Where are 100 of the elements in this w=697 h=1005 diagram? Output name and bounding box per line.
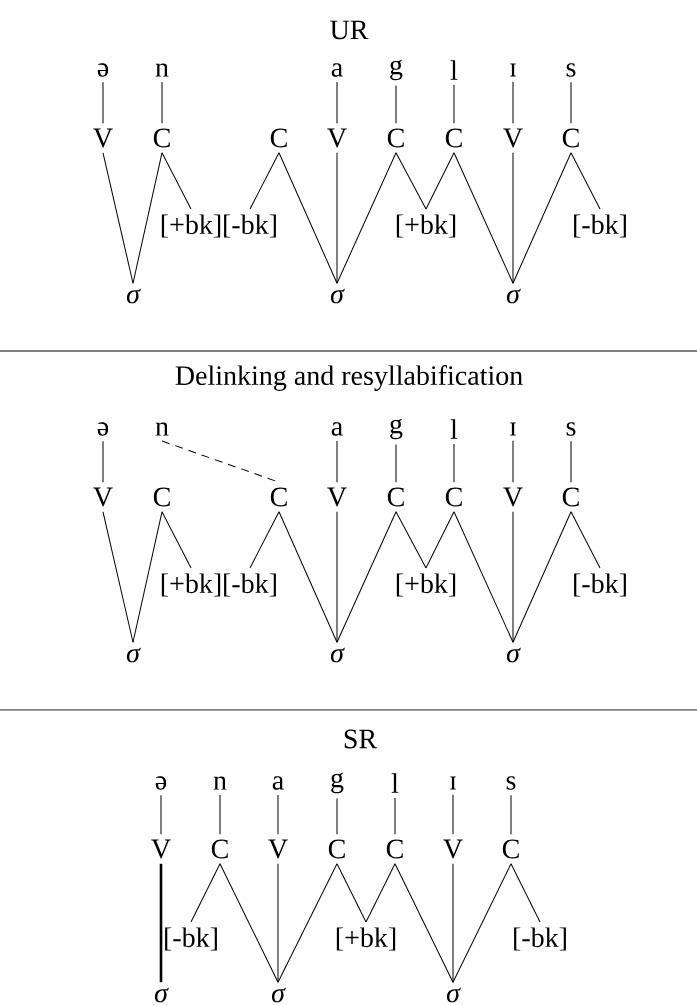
- syllable-symbol: σ: [154, 987, 169, 1003]
- skeleton-slot: C: [270, 128, 287, 148]
- association-line: [395, 511, 427, 569]
- association-line: [453, 443, 455, 483]
- association-line: [512, 152, 514, 284]
- skeleton-slot: C: [387, 487, 404, 507]
- segment-letter: l: [450, 60, 458, 80]
- association-line: [132, 152, 163, 284]
- feature-label: [-bk]: [224, 573, 276, 597]
- segment-letter: ə: [97, 422, 109, 436]
- segment-letter: a: [331, 63, 343, 77]
- association-line: [395, 444, 397, 483]
- segment-letter: s: [506, 776, 516, 790]
- skeleton-slot: V: [443, 839, 463, 859]
- association-line: [161, 511, 192, 569]
- association-line: [249, 511, 280, 569]
- association-line: [570, 152, 601, 210]
- segment-letter: g: [390, 59, 403, 81]
- feature-label: [-bk]: [224, 214, 276, 238]
- association-line: [102, 81, 104, 124]
- association-line: [102, 152, 134, 284]
- feature-label: [-bk]: [574, 214, 626, 238]
- skeleton-slot: V: [503, 128, 523, 148]
- association-line: [394, 863, 454, 983]
- segment-letter: ə: [155, 776, 167, 790]
- segment-letter: ɪ: [510, 63, 516, 77]
- association-line: [219, 863, 279, 983]
- segment-letter: s: [566, 422, 576, 436]
- syllable-symbol: σ: [271, 987, 286, 1003]
- feature-label: [+bk]: [161, 573, 221, 597]
- syllable-symbol: σ: [126, 647, 141, 663]
- segment-letter: n: [155, 422, 169, 436]
- skeleton-slot: C: [387, 128, 404, 148]
- segment-letter: l: [450, 419, 458, 439]
- syllable-symbol: σ: [506, 288, 521, 304]
- association-line: [512, 440, 514, 483]
- syllable-symbol: σ: [330, 288, 345, 304]
- association-line: [570, 511, 601, 569]
- feature-label: [+bk]: [396, 573, 456, 597]
- skeleton-slot: V: [327, 487, 347, 507]
- segment-letter: ə: [97, 63, 109, 77]
- skeleton-slot: C: [153, 487, 170, 507]
- association-line: [570, 81, 572, 124]
- association-line: [102, 511, 134, 643]
- syllable-symbol: σ: [446, 987, 461, 1003]
- association-line: [453, 511, 514, 643]
- panel-heading: SR: [344, 729, 378, 749]
- association-line: [395, 85, 397, 124]
- skeleton-slot: C: [153, 128, 170, 148]
- association-line: [425, 511, 455, 569]
- association-line: [132, 511, 163, 643]
- skeleton-slot: V: [93, 128, 113, 148]
- association-line: [161, 81, 163, 124]
- association-line: [452, 863, 512, 983]
- skeleton-slot: C: [445, 487, 462, 507]
- segment-letter: g: [331, 772, 344, 794]
- association-line: [512, 511, 572, 643]
- association-line: [452, 794, 454, 835]
- association-line: [161, 152, 192, 210]
- segment-letter: n: [213, 776, 227, 790]
- association-line: [159, 863, 163, 983]
- segment-letter: n: [155, 63, 169, 77]
- association-line: [336, 511, 338, 643]
- skeleton-slot: C: [328, 839, 345, 859]
- association-line: [394, 797, 396, 835]
- syllable-symbol: σ: [330, 647, 345, 663]
- association-line: [336, 81, 338, 124]
- skeleton-slot: V: [268, 839, 288, 859]
- segment-letter: a: [272, 776, 284, 790]
- association-line: [277, 863, 338, 983]
- feature-label: [+bk]: [336, 927, 396, 951]
- association-line: [510, 794, 512, 835]
- segment-letter: ɪ: [450, 776, 456, 790]
- skeleton-slot: C: [562, 487, 579, 507]
- association-line: [278, 152, 338, 284]
- association-line: [160, 794, 162, 835]
- skeleton-slot: C: [562, 128, 579, 148]
- association-line: [395, 152, 427, 210]
- association-line: [277, 794, 279, 835]
- feature-label: [-bk]: [165, 927, 217, 951]
- association-line: [512, 511, 514, 643]
- association-line: [336, 511, 397, 643]
- syllable-symbol: σ: [126, 288, 141, 304]
- skeleton-slot: C: [270, 487, 287, 507]
- feature-label: [-bk]: [574, 573, 626, 597]
- association-line: [249, 152, 280, 210]
- panel-heading: Delinking and resyllabification: [175, 365, 523, 391]
- skeleton-slot: C: [211, 839, 228, 859]
- segment-letter: g: [390, 418, 403, 440]
- skeleton-slot: V: [151, 839, 171, 859]
- association-line: [512, 152, 572, 284]
- syllable-symbol: σ: [506, 647, 521, 663]
- association-line: [365, 863, 396, 923]
- association-line: [190, 863, 221, 923]
- association-line: [336, 798, 338, 835]
- association-line: [336, 152, 397, 284]
- association-line: [278, 511, 338, 643]
- feature-label: [+bk]: [161, 214, 221, 238]
- segment-letter: l: [391, 773, 399, 793]
- association-line: [425, 152, 455, 210]
